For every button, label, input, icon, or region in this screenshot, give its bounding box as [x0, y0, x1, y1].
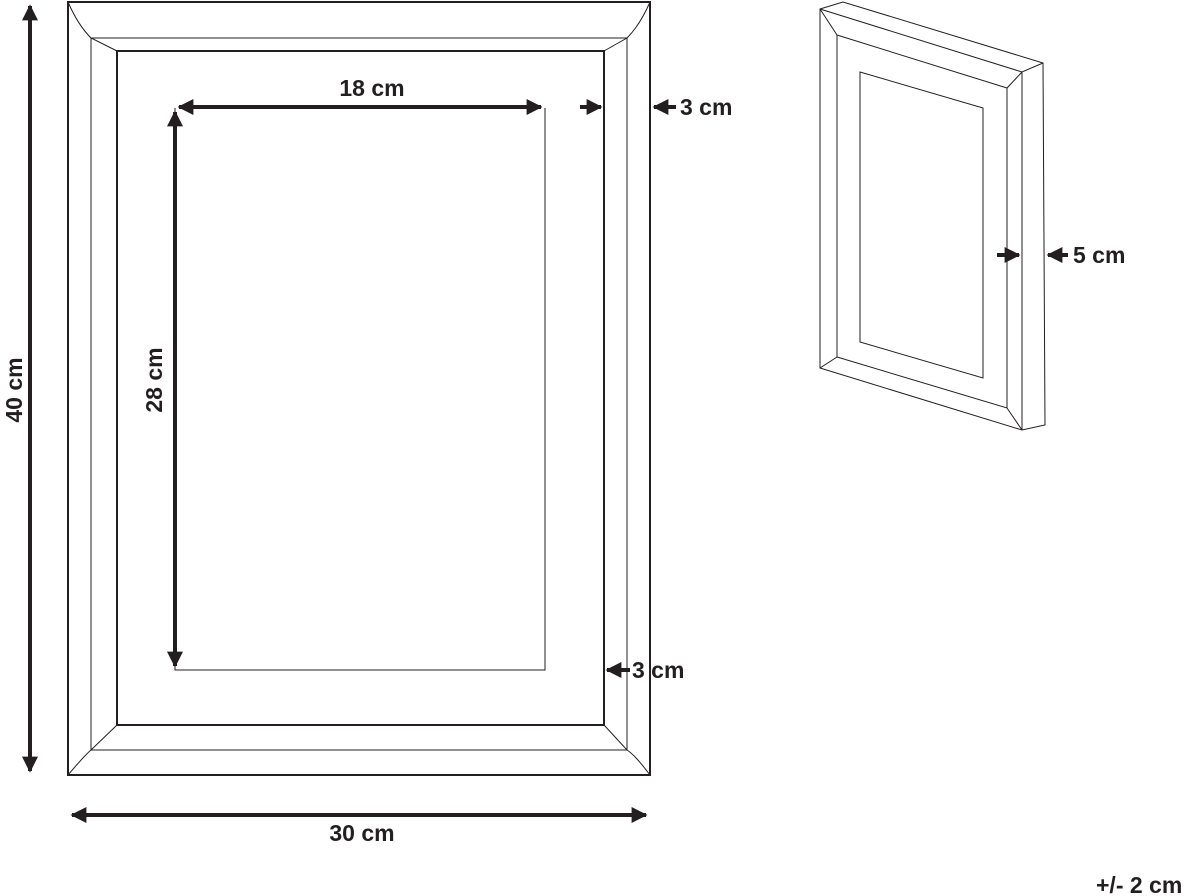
- opening-width-label: 18 cm: [339, 75, 404, 101]
- frame-inner-edge: [116, 50, 605, 726]
- border-top-label: 3 cm: [680, 94, 732, 120]
- tolerance-label: +/- 2 cm: [1096, 872, 1182, 896]
- frame-molding-line: [90, 37, 628, 751]
- perspective-opening: [859, 71, 984, 379]
- width-label: 30 cm: [329, 820, 394, 846]
- perspective-frame: [819, 1, 1046, 431]
- corner-bevel-tr: [603, 1, 651, 52]
- frame-outer-edge: [67, 1, 651, 776]
- depth-label: 5 cm: [1073, 242, 1125, 268]
- corner-bevel-br: [603, 724, 651, 776]
- corner-bevel-tl: [67, 1, 118, 52]
- border-bottom-label: 3 cm: [632, 657, 684, 683]
- corner-bevel-bl: [67, 724, 118, 776]
- height-label: 40 cm: [1, 357, 27, 422]
- front-frame: [67, 1, 651, 776]
- picture-opening: [174, 108, 546, 671]
- opening-height-label: 28 cm: [141, 347, 167, 412]
